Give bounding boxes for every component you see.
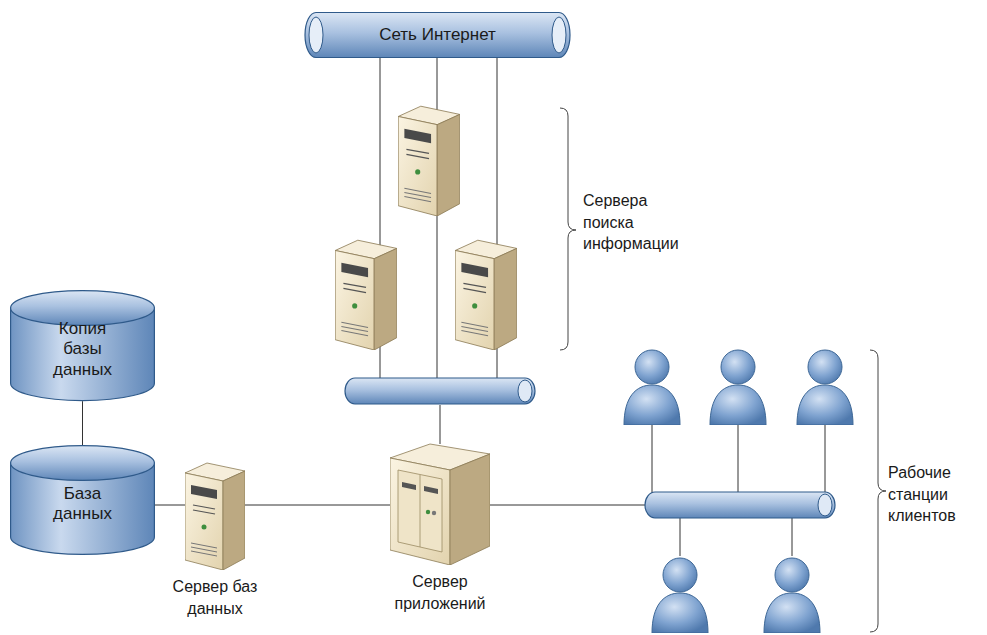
database-cylinder: База данных xyxy=(10,445,155,555)
network-band: Сеть Интернет xyxy=(305,12,570,58)
node-outline xyxy=(390,440,490,565)
user-icon xyxy=(797,350,853,425)
user-icon xyxy=(710,350,766,425)
user-icon xyxy=(764,558,820,633)
node-text: Сервер баз данных xyxy=(150,576,280,619)
application-server: Сервер приложений xyxy=(390,440,490,565)
user-icon xyxy=(624,350,680,425)
search-server xyxy=(455,240,517,350)
user-icon xyxy=(652,558,708,633)
search-server xyxy=(398,106,460,216)
search-server xyxy=(335,240,397,350)
node-text: Сервер приложений xyxy=(370,571,510,614)
node-outline xyxy=(185,455,245,570)
connector xyxy=(245,505,390,506)
node-text: Сеть Интернет xyxy=(379,25,496,45)
database-server: Сервер баз данных xyxy=(185,455,245,570)
bracket xyxy=(870,350,886,632)
group-label: Рабочие станции клиентов xyxy=(888,462,982,527)
network-bus xyxy=(645,492,835,518)
server-caption: Сервер приложений xyxy=(370,571,510,614)
node-text: База данных xyxy=(41,484,125,525)
node-text: Копия базы данных xyxy=(41,319,125,380)
text-block: База данных xyxy=(41,484,125,525)
text-block: Копия базы данных xyxy=(41,319,125,380)
connector xyxy=(82,401,83,445)
text-block: Сеть Интернет xyxy=(379,25,496,45)
database-cylinder: Копия базы данных xyxy=(10,290,155,401)
connector xyxy=(155,505,185,506)
server-caption: Сервер баз данных xyxy=(150,576,280,619)
network-bus xyxy=(345,378,535,404)
group-label: Сервера поиска информации xyxy=(583,190,691,255)
bracket xyxy=(560,108,576,350)
